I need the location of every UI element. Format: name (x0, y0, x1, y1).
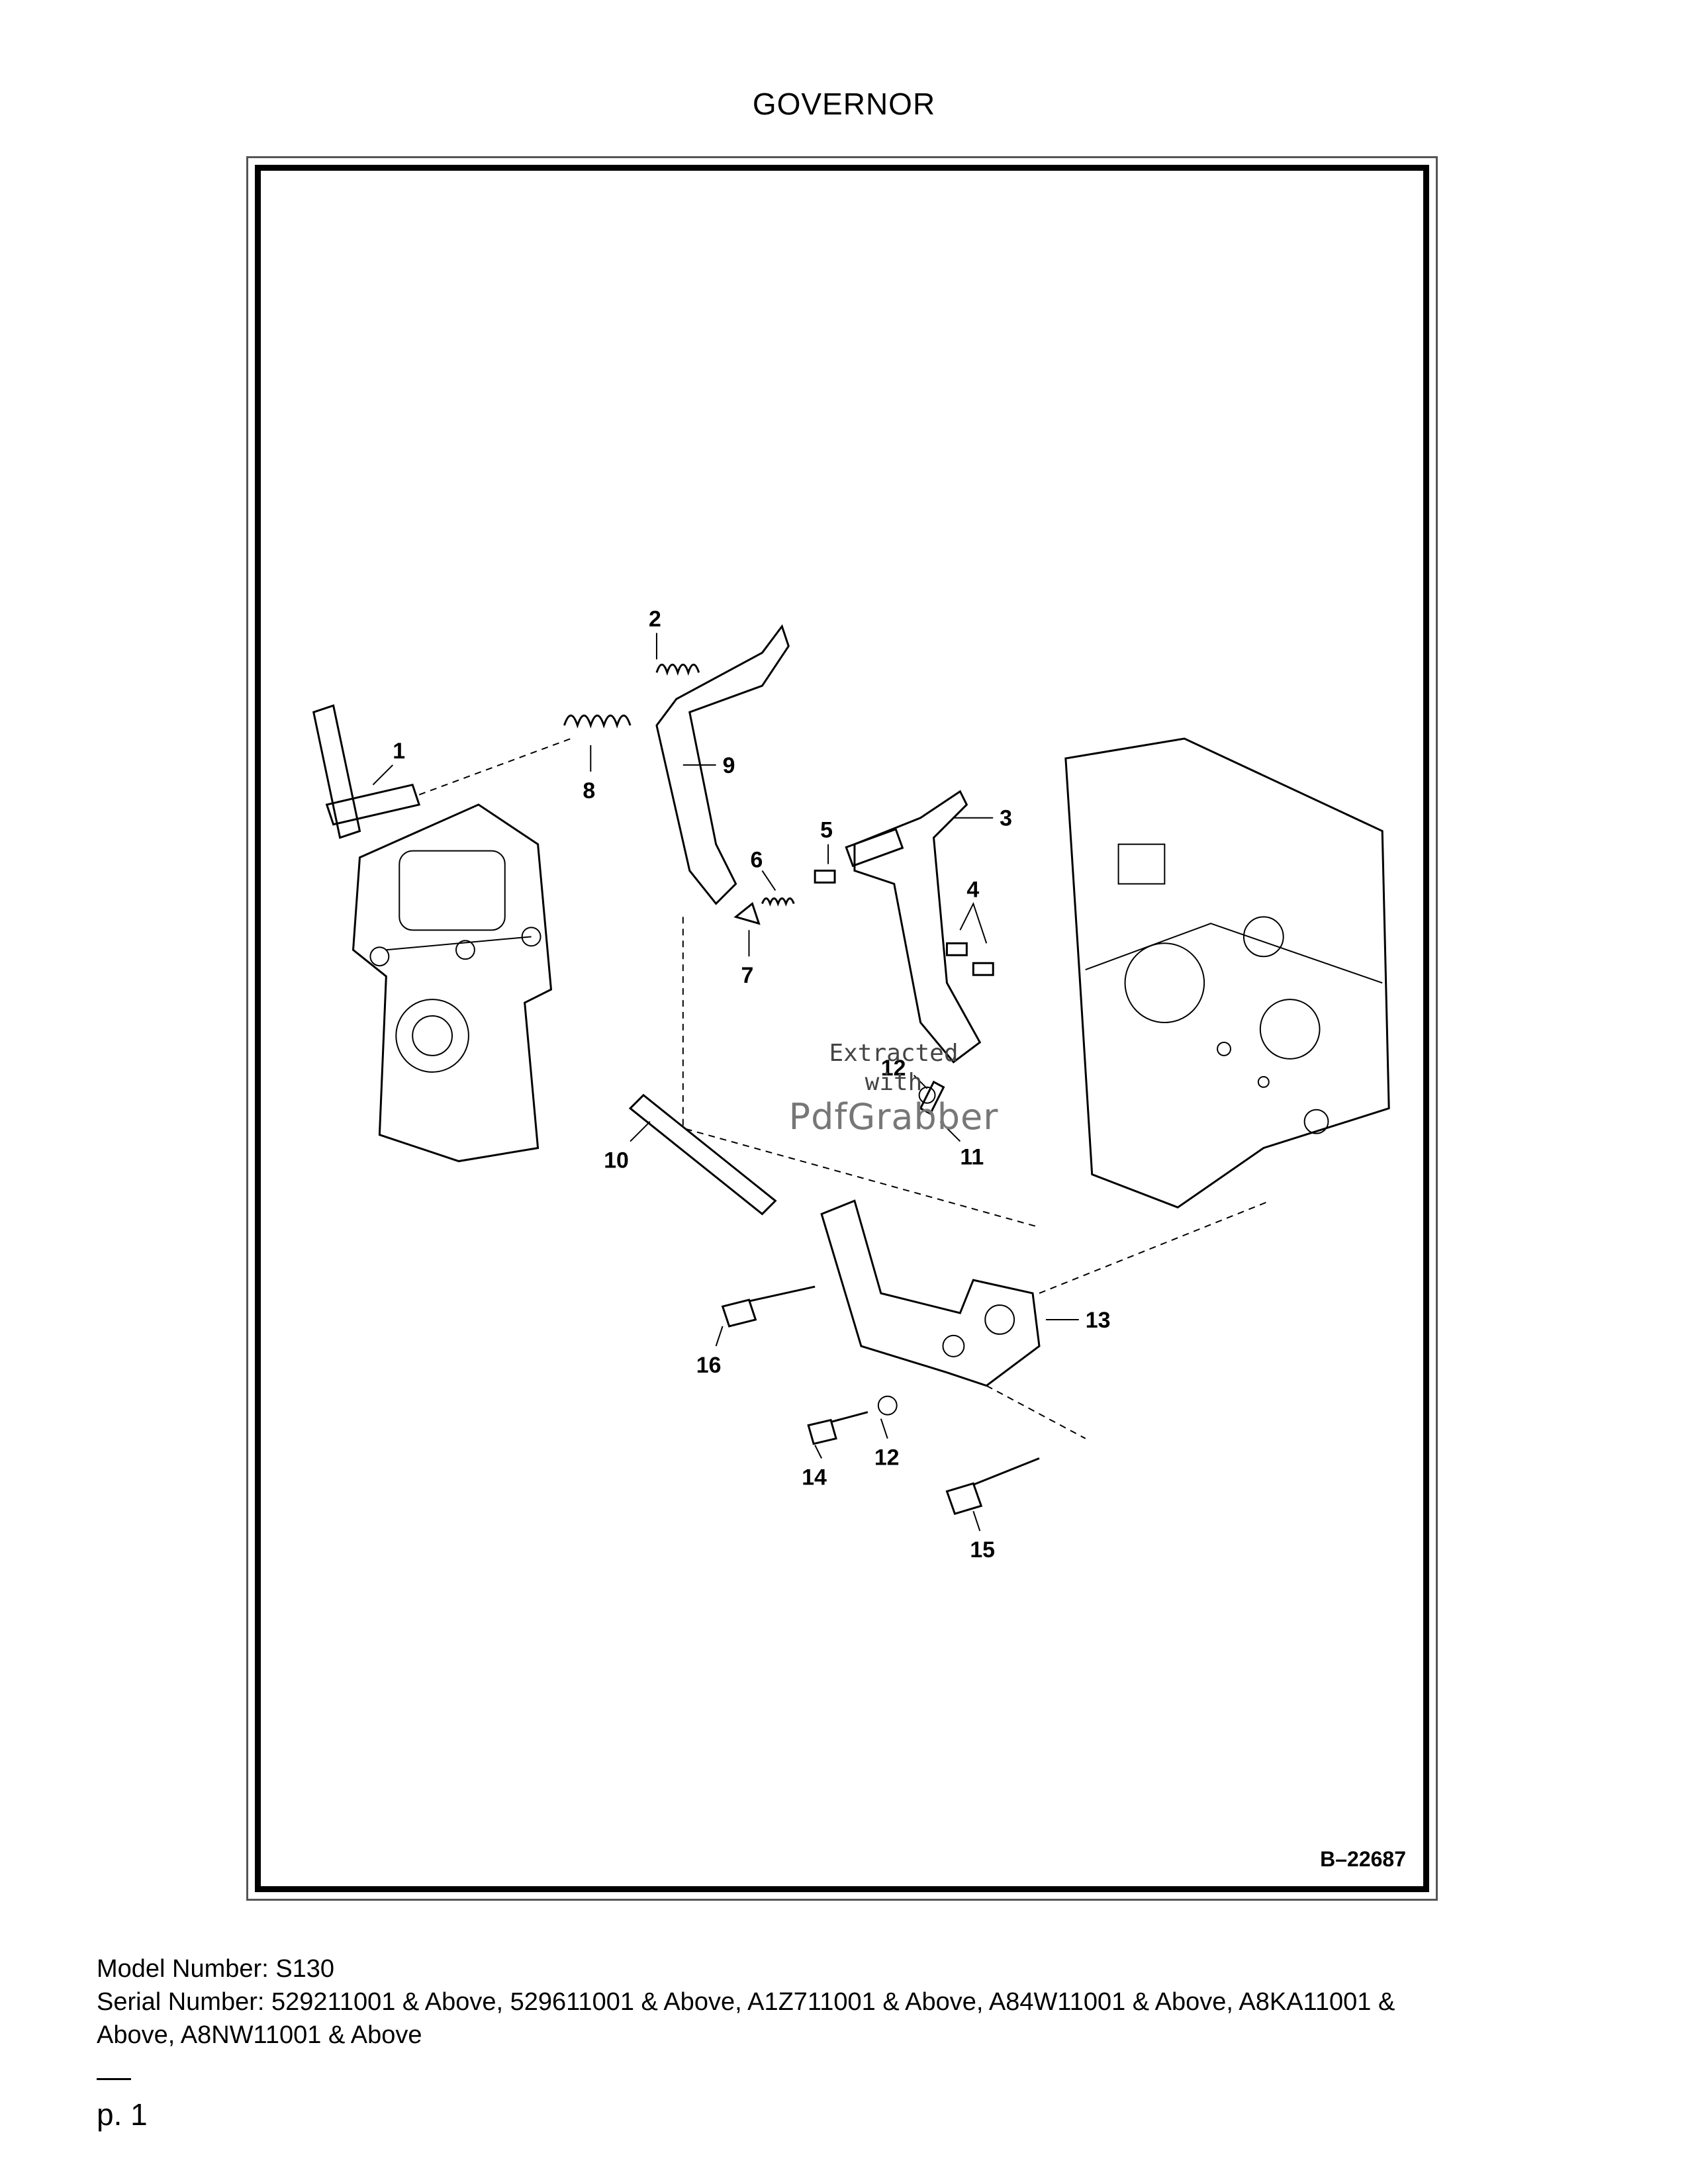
callout-8: 8 (583, 778, 595, 803)
page-title: GOVERNOR (752, 87, 936, 121)
callout-16: 16 (696, 1353, 722, 1378)
part-14-bolt (807, 1411, 868, 1445)
governor-exploded-diagram: 1 2 3 4 5 6 7 8 9 10 11 12 12 13 14 15 1… (312, 606, 1390, 1563)
part-8-spring (563, 714, 632, 729)
part-2-spring (655, 663, 700, 676)
watermark-brand: PdfGrabber (788, 1096, 999, 1138)
part-11-bolt (919, 1080, 945, 1115)
engine-block (1064, 737, 1390, 1209)
watermark: Extracted with PdfGrabber (774, 1039, 1013, 1137)
callout-12-bottom: 12 (874, 1445, 900, 1470)
part-7-pin (733, 901, 761, 925)
gear-case-housing (352, 803, 553, 1163)
callout-4: 4 (966, 877, 979, 902)
callout-1: 1 (393, 739, 405, 764)
callout-2: 2 (649, 606, 661, 631)
part-15-bolt (945, 1457, 1040, 1516)
part-3-shaft (845, 828, 904, 868)
callout-12-top: 12 (881, 1056, 906, 1081)
callout-14: 14 (802, 1465, 827, 1490)
callout-13: 13 (1086, 1308, 1111, 1333)
callout-11: 11 (960, 1145, 984, 1170)
part-9-governor-lever (655, 624, 790, 905)
part-6-spring (761, 897, 795, 907)
model-number: Model Number: S130 (97, 1955, 335, 1983)
watermark-line2: with (865, 1069, 923, 1096)
diagram-frame: 1 2 3 4 5 6 7 8 9 10 11 12 12 13 14 15 1… (246, 156, 1438, 1901)
diagram-border: 1 2 3 4 5 6 7 8 9 10 11 12 12 13 14 15 1… (255, 165, 1429, 1892)
part-4-pin-a (945, 942, 968, 956)
callout-7: 7 (741, 963, 754, 988)
callout-3: 3 (1000, 806, 1012, 831)
callout-15: 15 (970, 1537, 995, 1563)
part-13-bracket (820, 1199, 1041, 1387)
page-number: p. 1 (97, 2097, 148, 2132)
watermark-line1: Extracted (829, 1040, 959, 1067)
callout-5: 5 (820, 818, 833, 843)
footer-info: Model Number: S130 Serial Number: 529211… (97, 1952, 1593, 2052)
part-1-lever (312, 704, 571, 839)
callout-6: 6 (750, 848, 763, 873)
part-5-pin (814, 870, 836, 884)
serial-number-line2: Above, A8NW11001 & Above (97, 2021, 422, 2049)
part-12-washer-top (918, 1086, 936, 1104)
part-16-bolt (721, 1285, 816, 1328)
callout-10: 10 (604, 1148, 629, 1173)
footer-rule (97, 2078, 131, 2080)
diagram-code: B–22687 (1320, 1847, 1406, 1871)
callout-9: 9 (723, 753, 735, 778)
part-3-fork-lever (853, 790, 982, 1064)
callout-leaders (372, 633, 1079, 1531)
part-4-pin-b (972, 962, 994, 976)
part-10-shaft (628, 1093, 777, 1216)
part-12-washer-bottom (877, 1395, 898, 1416)
serial-number-line1: Serial Number: 529211001 & Above, 529611… (97, 1988, 1395, 2016)
